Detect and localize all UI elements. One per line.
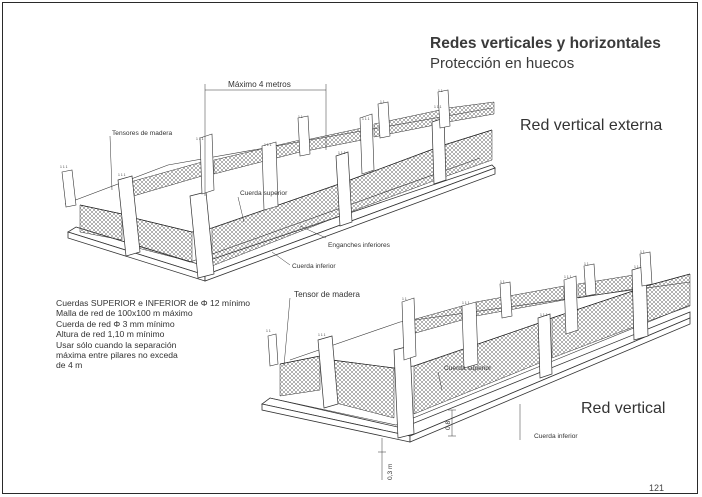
net-panel [411,305,463,335]
label-cuerda-superior: Cuerda superior [240,190,288,197]
svg-text:1 1: 1 1 [298,115,303,119]
dim-height-label: 0,8 [445,421,452,430]
svg-text:1 1 1: 1 1 1 [196,137,204,141]
top-slab-side [204,167,496,282]
svg-text:1 1 1: 1 1 1 [462,301,470,305]
column [537,313,553,379]
label-cuerda-superior-bottom: Cuerda superior [444,365,492,372]
column [431,117,447,185]
column [317,335,339,409]
column [297,115,311,157]
svg-text:1 1 1: 1 1 1 [362,117,370,121]
net-panel [305,127,363,152]
bottom-slab-side [409,317,691,443]
svg-text:1 1 1: 1 1 1 [564,275,572,279]
svg-text:1 1: 1 1 [266,329,271,333]
column [61,169,77,208]
svg-text:1 1: 1 1 [500,280,505,284]
column [117,175,141,257]
section-title-vertical: Red vertical [581,400,666,417]
column [199,133,215,195]
column [499,281,513,319]
note-line: Cuerdas SUPERIOR e INFERIOR de Φ 12 míni… [56,298,251,308]
top-diagram: 1 1 1 1 1 1 1 1 1 1 1 1 1 1 1 1 1 1 1 1 … [60,80,496,282]
label-enganches: Enganches inferiores [328,242,391,249]
svg-text:1 1 1: 1 1 1 [118,173,126,177]
svg-text:1 1 1: 1 1 1 [434,105,442,109]
net-panel [447,101,495,123]
page-title: Redes verticales y horizontales [430,35,661,52]
svg-text:1 1: 1 1 [584,262,589,266]
column [401,297,417,361]
net-panel [475,285,565,317]
column [437,89,451,129]
note-line: máxima entre pilares no exceda [56,350,178,361]
svg-text:1 1: 1 1 [640,250,645,254]
svg-text:1 1 1: 1 1 1 [540,313,548,317]
net-panel [279,355,321,397]
label-tensores: Tensores de madera [112,130,172,137]
dimension-label: Máximo 4 metros [228,80,291,89]
bottom-inner-edge [269,304,691,426]
page-subtitle: Protección en huecos [430,55,575,72]
svg-text:1 1: 1 1 [380,100,385,104]
bottom-diagram: 1 1 1 1 1 1 1 1 1 1 1 1 1 1 1 1 1 1 1 1 … [261,250,691,480]
column [639,251,653,287]
column [267,333,279,367]
net-panel [129,161,203,198]
label-cuerda-inferior-bottom: Cuerda inferior [534,433,578,440]
column [583,263,597,297]
label-cuerda-inferior: Cuerda inferior [292,263,336,270]
page-number: 121 [649,483,665,493]
spec-notes: Cuerdas SUPERIOR e INFERIOR de Φ 12 míni… [56,298,250,371]
net-panel [331,359,395,419]
column [563,275,579,335]
svg-text:1 1: 1 1 [438,89,443,93]
section-title-external: Red vertical externa [520,117,663,134]
svg-text:1 1 1: 1 1 1 [264,143,272,147]
column [461,301,479,369]
note-line: Cuerda de red Φ 3 mm mínimo [56,318,175,329]
note-line: de 4 m [56,360,83,371]
column [261,141,279,211]
dim-base-label: 0,3 m [387,463,394,480]
svg-text:1 1 1: 1 1 1 [60,165,68,169]
column [377,101,391,139]
net-panel [213,139,301,175]
note-line: Altura de red 1,10 m mínimo [56,329,165,340]
svg-text:1 1 1: 1 1 1 [634,265,642,269]
note-line: Malla de red de 100x100 m máximo [56,308,193,319]
svg-text:1 1 1: 1 1 1 [318,333,326,337]
svg-text:1 1 1: 1 1 1 [338,151,346,155]
label-tensor: Tensor de madera [294,290,360,299]
note-line: Usar sólo cuando la separación [56,339,177,350]
column [359,113,375,175]
column [189,191,215,279]
column [335,151,353,227]
svg-text:1 1: 1 1 [402,297,407,301]
